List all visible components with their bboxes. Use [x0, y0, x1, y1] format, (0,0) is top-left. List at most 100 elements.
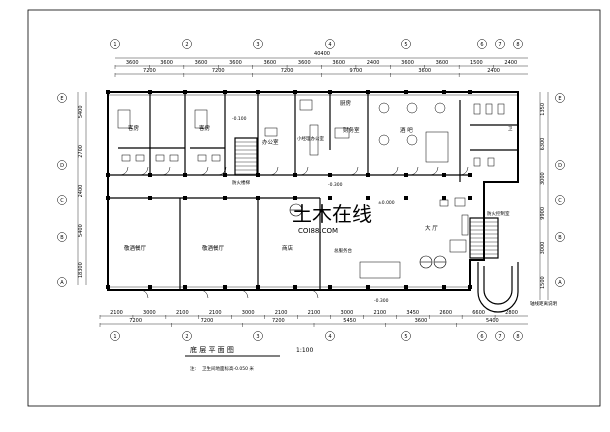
bottom-dim-1-12: 2800	[505, 310, 518, 316]
room-guest-2: 客房	[199, 124, 211, 132]
axis-bottom-label-5: 6	[480, 334, 483, 340]
column-1-4	[256, 173, 260, 177]
column-2-5	[293, 196, 297, 200]
axis-bottom-circle-2	[253, 331, 263, 341]
axis-top-label-0: 1	[113, 42, 116, 48]
bottom-dim-2-0: 7200	[129, 318, 142, 324]
axis-top-circle-0	[110, 39, 120, 49]
column-2-4	[256, 196, 260, 200]
room-shop: 商店	[282, 244, 294, 252]
left-dim-0: 5400	[78, 105, 84, 118]
bottom-dim-1-3: 2100	[209, 310, 222, 316]
column-2-0	[106, 196, 110, 200]
bottom-dim-2-2: 7200	[272, 318, 285, 324]
axis-bottom-label-0: 1	[113, 334, 116, 340]
axis-top-circle-2	[253, 39, 263, 49]
axis-top-circle-7	[513, 39, 523, 49]
round-stair-tower	[477, 262, 519, 313]
bottom-dim-1-11: 6600	[472, 310, 485, 316]
left-dim-4: 18300	[78, 262, 84, 278]
right-dim-3: 9900	[540, 207, 546, 220]
door-4	[269, 166, 279, 176]
right-dim-2: 3000	[540, 172, 546, 185]
interior-walls	[108, 92, 518, 290]
axis-top-label-3: 4	[328, 42, 331, 48]
top-dim-2-0: 7200	[143, 68, 156, 74]
door-15	[119, 166, 129, 176]
left-dim-3: 5400	[78, 224, 84, 237]
axis-left-circle-3	[57, 160, 67, 170]
door-11	[139, 289, 149, 299]
column-1-9	[442, 173, 446, 177]
column-2-7	[366, 196, 370, 200]
door-14	[309, 289, 319, 299]
column-2-3	[223, 196, 227, 200]
column-0-10	[468, 90, 472, 94]
column-1-0	[106, 173, 110, 177]
top-dim-1-6: 3600	[332, 60, 345, 66]
room-bar: 酒 吧	[400, 126, 413, 134]
top-dim-1-3: 3600	[229, 60, 242, 66]
room-lobby: 大 厅	[425, 224, 438, 232]
level-lobby: ±0.000	[378, 200, 395, 206]
room-kitchen: 厨房	[340, 99, 352, 107]
axis-right-circle-3	[555, 160, 565, 170]
bottom-dim-2-3: 5450	[343, 318, 356, 324]
column-2-9	[442, 196, 446, 200]
top-dim-1-5: 3600	[298, 60, 311, 66]
top-dim-1-11: 2400	[504, 60, 517, 66]
room-banquet-1: 敬酒餐厅	[124, 244, 147, 252]
right-dim-0: 1350	[540, 103, 546, 116]
axis-left-circle-0	[57, 277, 67, 287]
axis-bottom-label-1: 2	[185, 334, 188, 340]
column-2-6	[328, 196, 332, 200]
axis-right-label-2: C	[558, 198, 562, 204]
door-1	[161, 166, 171, 176]
right-dim-4: 3000	[540, 242, 546, 255]
room-guest-1: 客房	[128, 124, 140, 132]
column-1-2	[183, 173, 187, 177]
column-0-7	[366, 90, 370, 94]
axis-top-label-1: 2	[185, 42, 188, 48]
entrance-doors	[289, 203, 447, 269]
column-0-5	[293, 90, 297, 94]
annotation-right: 轴线距离说明	[530, 300, 557, 307]
axis-bottom-label-2: 3	[256, 334, 259, 340]
top-dim-1-8: 3600	[401, 60, 414, 66]
column-0-0	[106, 90, 110, 94]
label-wc: 卫	[508, 126, 513, 132]
door-9	[429, 166, 439, 176]
axis-bottom-label-7: 8	[516, 334, 519, 340]
top-dim-1-2: 3600	[195, 60, 208, 66]
room-office: 办公室	[262, 138, 279, 146]
level-entrance: -0.300	[374, 298, 389, 304]
column-0-4	[256, 90, 260, 94]
axis-bottom-circle-7	[513, 331, 523, 341]
axis-bottom-label-4: 5	[404, 334, 407, 340]
axis-left-label-4: E	[60, 96, 63, 102]
axis-bottom-circle-3	[325, 331, 335, 341]
label-reception: 总服务台	[334, 247, 352, 254]
axis-top-circle-6	[495, 39, 505, 49]
axis-bottom-circle-6	[495, 331, 505, 341]
label-fire-control: 防火控制室	[487, 210, 510, 217]
bottom-dimensions	[100, 315, 528, 325]
label-fire-stair: 防火楼梯	[232, 179, 250, 186]
column-2-2	[183, 196, 187, 200]
structural-columns	[106, 90, 472, 289]
top-dim-1-7: 2400	[367, 60, 380, 66]
column-0-1	[148, 90, 152, 94]
door-0	[139, 166, 149, 176]
column-1-5	[293, 173, 297, 177]
axis-left-circle-2	[57, 195, 67, 205]
drawing-title: 底 层 平 面 图	[190, 345, 234, 354]
